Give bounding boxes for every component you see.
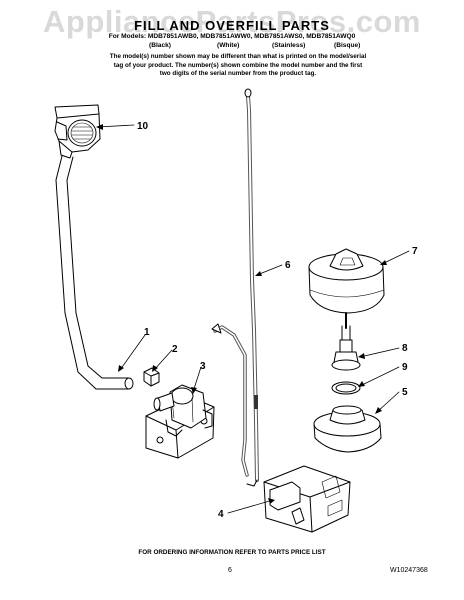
callout-9: 9 — [402, 362, 408, 373]
callout-1: 1 — [144, 327, 150, 338]
float-housing-part — [313, 405, 382, 453]
inlet-valve-part — [145, 384, 215, 459]
page-title: FILL AND OVERFILL PARTS — [134, 18, 330, 33]
overfill-switch-part — [263, 465, 351, 533]
callout-arrowheads — [96, 124, 387, 504]
float-cap-part — [308, 248, 385, 329]
callout-10: 10 — [137, 121, 149, 132]
ordering-info: FOR ORDERING INFORMATION REFER TO PARTS … — [138, 549, 326, 556]
callout-3: 3 — [200, 361, 206, 372]
callout-7: 7 — [412, 246, 418, 257]
page-number: 6 — [228, 567, 232, 574]
o-ring-part — [331, 381, 361, 395]
models-line: For Models: MDB7851AWB0, MDB7851AWW0, MD… — [108, 33, 356, 40]
callout-8: 8 — [402, 343, 408, 354]
variant-stainless: (Stainless) — [272, 42, 306, 49]
nut-part — [143, 367, 160, 387]
model-number-note: The model(s) number shown may be differe… — [109, 53, 367, 78]
callout-2: 2 — [172, 344, 178, 355]
callout-4: 4 — [218, 509, 224, 520]
watermark: AppliancePartsPros.com — [43, 4, 421, 39]
vent-fitting-part — [54, 104, 101, 159]
callout-6: 6 — [285, 260, 291, 271]
callout-5: 5 — [402, 387, 408, 398]
float-stem-part — [331, 325, 361, 371]
variant-white: (White) — [217, 42, 240, 49]
hose-part — [211, 88, 259, 487]
document-part-number: W10247368 — [390, 567, 428, 574]
variant-black: (Black) — [149, 42, 171, 49]
variant-bisque: (Bisque) — [334, 42, 361, 49]
vent-tube-part — [55, 155, 134, 390]
callout-leaders — [97, 124, 410, 514]
